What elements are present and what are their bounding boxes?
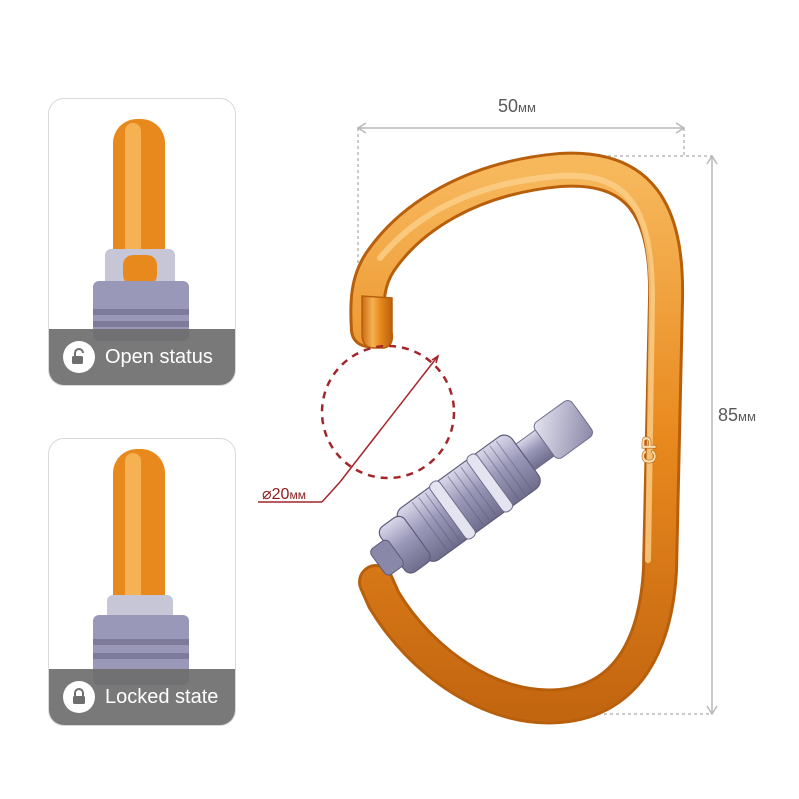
open-status-card: Open status [48,98,236,386]
open-status-label: Open status [105,345,213,368]
width-dimension-label: 50мм [498,96,536,116]
locking-gate [370,400,593,576]
open-status-badge: Open status [49,329,235,385]
unlocked-padlock-icon [63,341,95,373]
knurled-grip [411,440,533,552]
locked-state-badge: Locked state [49,669,235,725]
open-gate-closeup [93,119,189,341]
brand-text: CP [639,436,661,464]
locked-gate-closeup [93,449,189,685]
locked-padlock-icon [63,681,95,713]
locked-state-card: Locked state [48,438,236,726]
diameter-symbol: ⌀ [262,486,272,503]
gate-opening-label: ⌀20мм [262,486,306,503]
carabiner-body: CP [349,151,685,725]
brand-mark: CP [639,436,662,464]
height-dimension-label: 85мм [718,405,756,425]
locked-state-label: Locked state [105,685,219,708]
gate-opening-marker [258,344,456,503]
